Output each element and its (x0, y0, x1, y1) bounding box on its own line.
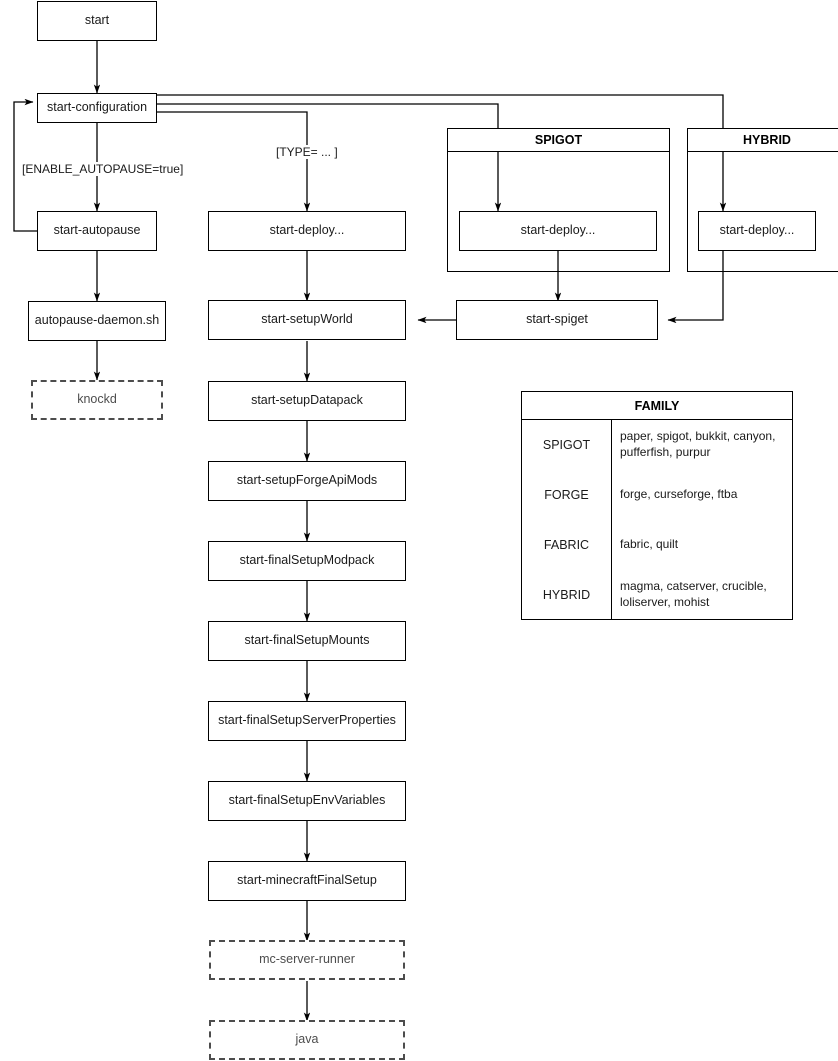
group-spigot-title: SPIGOT (448, 129, 669, 152)
legend-value: fabric, quilt (620, 537, 679, 552)
node-start-deploy-hybrid[interactable]: start-deploy... (698, 211, 816, 251)
legend-key: HYBRID (522, 570, 612, 620)
legend-title: FAMILY (522, 392, 792, 420)
node-start-setupworld[interactable]: start-setupWorld (208, 300, 406, 340)
node-start-autopause[interactable]: start-autopause (37, 211, 157, 251)
node-start-deploy-spigot[interactable]: start-deploy... (459, 211, 657, 251)
node-start-setupdatapack[interactable]: start-setupDatapack (208, 381, 406, 421)
node-mc-server-runner[interactable]: mc-server-runner (209, 940, 405, 980)
legend-row: FORGE forge, curseforge, ftba (522, 470, 792, 520)
legend-row: FABRIC fabric, quilt (522, 520, 792, 570)
legend-key: FABRIC (522, 520, 612, 570)
edge-label-type: [TYPE= ... ] (274, 145, 340, 159)
node-start-finalsetupserverproperties[interactable]: start-finalSetupServerProperties (208, 701, 406, 741)
legend-row: SPIGOT paper, spigot, bukkit, canyon, pu… (522, 420, 792, 470)
node-start-finalsetupenvvariables[interactable]: start-finalSetupEnvVariables (208, 781, 406, 821)
legend-value: magma, catserver, crucible, loliserver, … (620, 579, 767, 609)
node-start-configuration[interactable]: start-configuration (37, 93, 157, 123)
edge-label-enable-autopause: [ENABLE_AUTOPAUSE=true] (20, 162, 186, 176)
legend-value: paper, spigot, bukkit, canyon, pufferfis… (620, 429, 776, 459)
node-start-minecraftfinalsetup[interactable]: start-minecraftFinalSetup (208, 861, 406, 901)
node-start-finalsetupmodpack[interactable]: start-finalSetupModpack (208, 541, 406, 581)
legend-family: FAMILY SPIGOT paper, spigot, bukkit, can… (521, 391, 793, 620)
node-start-spiget[interactable]: start-spiget (456, 300, 658, 340)
legend-key: SPIGOT (522, 420, 612, 470)
node-java[interactable]: java (209, 1020, 405, 1060)
node-start-deploy-main[interactable]: start-deploy... (208, 211, 406, 251)
node-knockd[interactable]: knockd (31, 380, 163, 420)
node-start-setupforgeapimods[interactable]: start-setupForgeApiMods (208, 461, 406, 501)
legend-value: forge, curseforge, ftba (620, 487, 738, 502)
group-hybrid: HYBRID (687, 128, 838, 272)
node-start-finalsetupmounts[interactable]: start-finalSetupMounts (208, 621, 406, 661)
node-autopause-daemon-sh[interactable]: autopause-daemon.sh (28, 301, 166, 341)
node-start[interactable]: start (37, 1, 157, 41)
legend-row: HYBRID magma, catserver, crucible, lolis… (522, 570, 792, 620)
group-hybrid-title: HYBRID (688, 129, 838, 152)
legend-key: FORGE (522, 470, 612, 520)
